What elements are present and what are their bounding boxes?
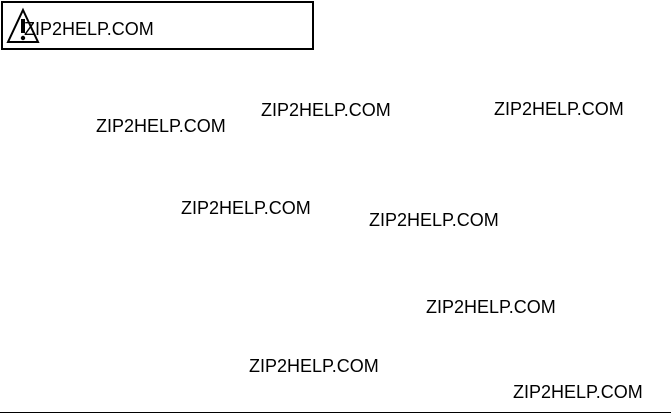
warning-triangle-icon (6, 7, 40, 43)
warning-box: ZIP2HELP.COM (1, 1, 314, 50)
warning-text: ZIP2HELP.COM (24, 19, 154, 39)
watermark-text: ZIP2HELP.COM (494, 99, 624, 119)
bottom-divider (0, 412, 671, 413)
watermark-text: ZIP2HELP.COM (513, 382, 643, 402)
watermark-text: ZIP2HELP.COM (426, 297, 556, 317)
watermark-text: ZIP2HELP.COM (261, 100, 391, 120)
watermark-text: ZIP2HELP.COM (249, 356, 379, 376)
watermark-text: ZIP2HELP.COM (96, 116, 226, 136)
watermark-text: ZIP2HELP.COM (181, 198, 311, 218)
watermark-text: ZIP2HELP.COM (369, 210, 499, 230)
